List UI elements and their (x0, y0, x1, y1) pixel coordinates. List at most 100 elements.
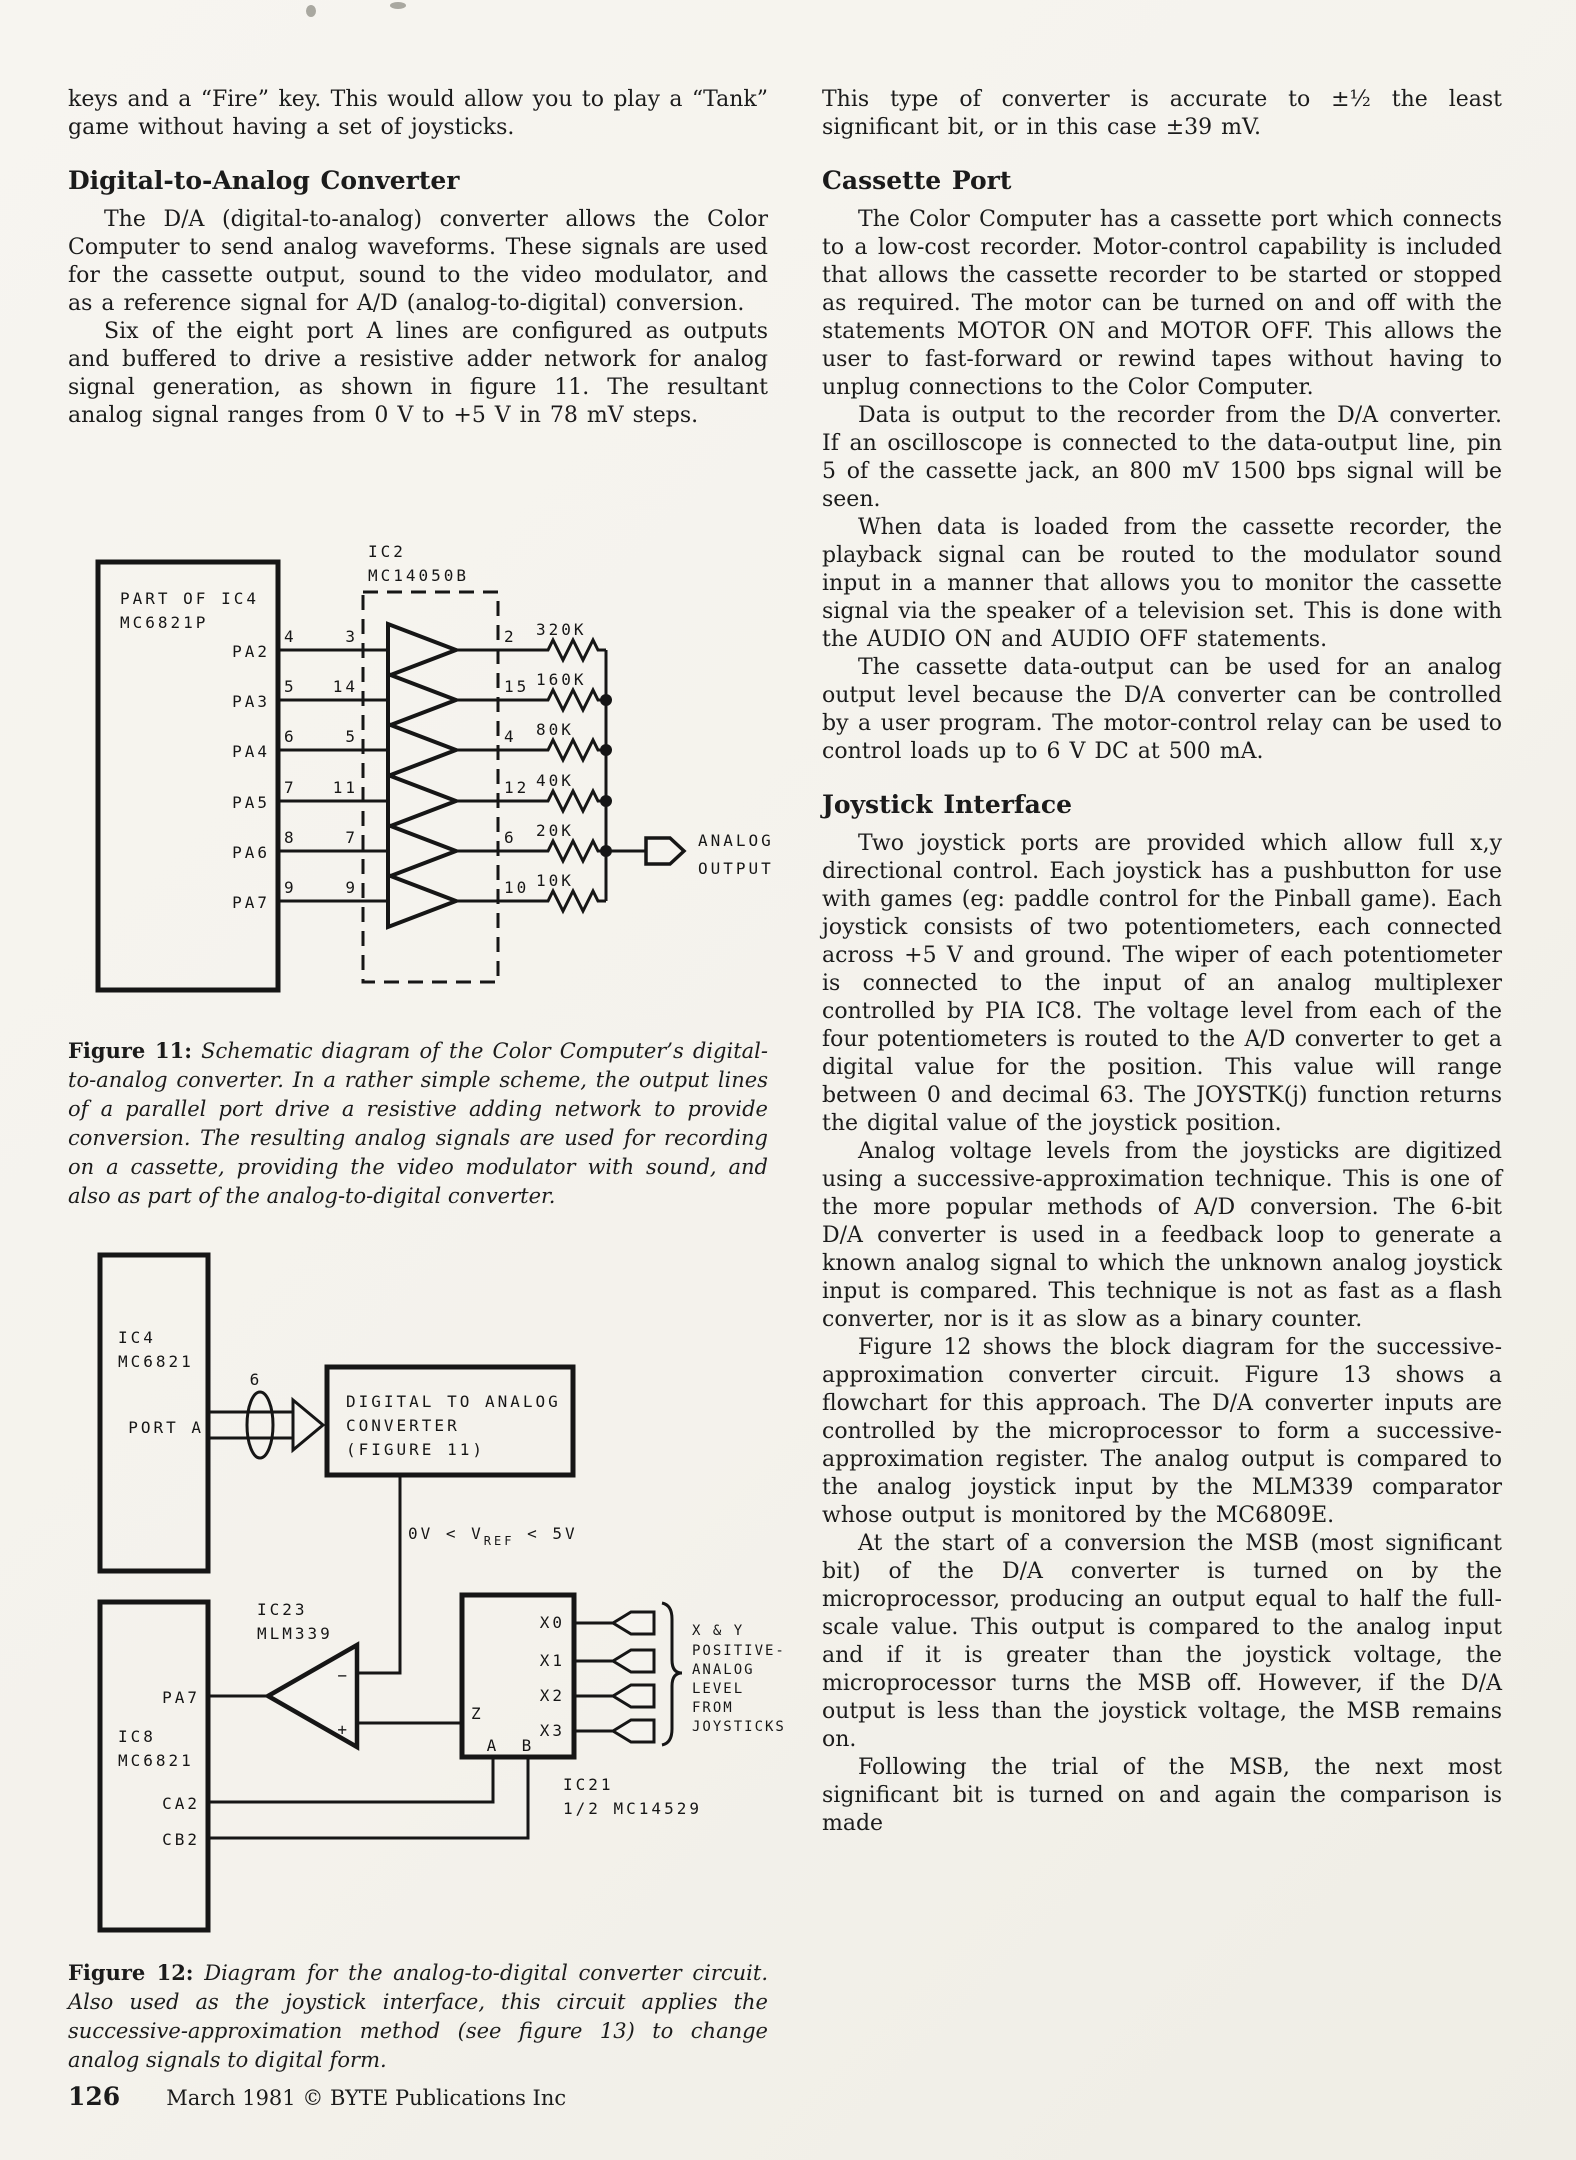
joystick-input-arrow-icon (610, 1718, 656, 1744)
svg-text:JOYSTICKS: JOYSTICKS (692, 1719, 786, 1735)
svg-text:6: 6 (504, 828, 517, 847)
svg-text:4: 4 (284, 627, 297, 646)
figure-11-schematic: IC2 MC14050B PART OF IC4 MC6821P PA2 4 3… (68, 520, 798, 1020)
buffer-icon (386, 671, 462, 729)
body-paragraph: The D/A (digital-to-analog) converter al… (68, 207, 768, 316)
svg-text:4: 4 (504, 727, 517, 746)
vref-wire (357, 1475, 402, 1675)
svg-text:40K: 40K (536, 771, 574, 790)
buffer-icon (386, 872, 462, 930)
brace-icon (661, 1601, 683, 1747)
figure-12-schematic: IC4 MC6821 PORT A 6 DIGITAL TO ANALOG CO… (68, 1245, 798, 1945)
joystick-input-arrow-icon (610, 1610, 656, 1636)
svg-text:160K: 160K (536, 670, 587, 689)
svg-text:10K: 10K (536, 871, 574, 890)
svg-text:5: 5 (345, 727, 358, 746)
svg-text:7: 7 (284, 778, 297, 797)
cb2-wire (208, 1757, 530, 1840)
joystick-input-arrow-icon (610, 1683, 656, 1709)
dac-row-pa4: PA4 6 5 4 80K (232, 720, 612, 779)
mux-output-x1: X1 (540, 1648, 656, 1674)
body-paragraph: When data is loaded from the cassette re… (822, 515, 1502, 652)
dac-row-pa2: PA2 4 3 2 320K (232, 620, 606, 679)
svg-text:9: 9 (345, 878, 358, 897)
mux-output-x3: X3 (540, 1718, 656, 1744)
comparator-minus-label: − (337, 1666, 350, 1685)
resistor-icon (540, 636, 606, 664)
dac-row-pa5: PA5 7 11 12 40K (232, 771, 612, 830)
page-footer: 126 March 1981 © BYTE Publications Inc (68, 2082, 768, 2111)
mux-output-x2: X2 (540, 1683, 656, 1709)
print-artifact (306, 5, 316, 17)
page-number: 126 (68, 2082, 121, 2111)
svg-text:PA7: PA7 (232, 893, 270, 912)
body-paragraph: Data is output to the recorder from the … (822, 403, 1502, 512)
ic2-ref-label: IC2 (368, 542, 406, 561)
body-paragraph: Analog voltage levels from the joysticks… (822, 1139, 1502, 1332)
svg-text:POSITIVE-: POSITIVE- (692, 1643, 786, 1659)
resistor-icon (540, 837, 606, 865)
body-paragraph: Following the trial of the MSB, the next… (822, 1755, 1502, 1836)
resistor-icon (540, 736, 606, 764)
svg-text:10: 10 (504, 878, 529, 897)
ic8-box (97, 1599, 211, 1933)
publication-credit: March 1981 © BYTE Publications Inc (166, 2086, 567, 2110)
svg-text:LEVEL: LEVEL (692, 1681, 744, 1697)
svg-text:X3: X3 (540, 1721, 565, 1740)
mux-b-label: B (522, 1736, 535, 1755)
joystick-input-arrow-icon (610, 1648, 656, 1674)
ca2-wire (208, 1757, 495, 1804)
svg-text:PA4: PA4 (232, 742, 270, 761)
pa7-label: PA7 (162, 1688, 200, 1707)
print-artifact (390, 2, 406, 9)
buffer-icon (386, 772, 462, 830)
mux-a-label: A (487, 1736, 500, 1755)
mux-ref-label: IC21 (563, 1775, 614, 1794)
dac-label-line2: CONVERTER (346, 1416, 460, 1435)
body-paragraph: The Color Computer has a cassette port w… (822, 207, 1502, 400)
svg-text:7: 7 (345, 828, 358, 847)
mux-box (459, 1592, 577, 1760)
ic2-part-label: MC14050B (368, 566, 469, 585)
svg-text:ANALOG: ANALOG (692, 1662, 755, 1678)
resistor-icon (540, 887, 606, 915)
figure-12-caption-label: Figure 12: (68, 1960, 194, 1985)
cb2-label: CB2 (162, 1830, 200, 1849)
comparator-ref-label: IC23 (257, 1600, 308, 1619)
svg-text:20K: 20K (536, 821, 574, 840)
section-heading-joystick: Joystick Interface (822, 790, 1072, 819)
bus-width-label: 6 (250, 1370, 263, 1389)
svg-text:3: 3 (345, 627, 358, 646)
body-paragraph: keys and a “Fire” key. This would allow … (68, 87, 768, 140)
svg-text:9: 9 (284, 878, 297, 897)
svg-text:PA2: PA2 (232, 642, 270, 661)
ic4-label-line1: PART OF IC4 (120, 589, 259, 608)
svg-text:14: 14 (333, 677, 358, 696)
figure-11-caption-label: Figure 11: (68, 1038, 193, 1063)
analog-output-label-line2: OUTPUT (698, 859, 774, 878)
svg-text:15: 15 (504, 677, 529, 696)
body-paragraph: The cassette data-output can be used for… (822, 655, 1502, 764)
ic4-box (97, 1252, 211, 1574)
svg-text:5: 5 (284, 677, 297, 696)
dac-row-pa3: PA3 5 14 15 160K (232, 670, 612, 729)
analog-output-arrow-icon (644, 836, 687, 866)
svg-text:PA6: PA6 (232, 843, 270, 862)
resistor-icon (540, 787, 606, 815)
mux-part-label: 1/2 MC14529 (563, 1799, 702, 1818)
resistor-icon (540, 686, 606, 714)
svg-text:PA3: PA3 (232, 692, 270, 711)
body-paragraph: Figure 12 shows the block diagram for th… (822, 1335, 1502, 1528)
dac-box (324, 1364, 576, 1478)
svg-text:2: 2 (504, 627, 517, 646)
svg-text:80K: 80K (536, 720, 574, 739)
svg-text:11: 11 (333, 778, 358, 797)
section-heading-cassette: Cassette Port (822, 166, 1012, 195)
port-a-label: PORT A (128, 1418, 204, 1437)
buffer-icon (386, 822, 462, 880)
svg-text:8: 8 (284, 828, 297, 847)
dac-row-pa7: PA7 9 9 10 10K (232, 871, 606, 930)
ic2-dashed-outline (361, 590, 500, 984)
svg-text:X2: X2 (540, 1686, 565, 1705)
